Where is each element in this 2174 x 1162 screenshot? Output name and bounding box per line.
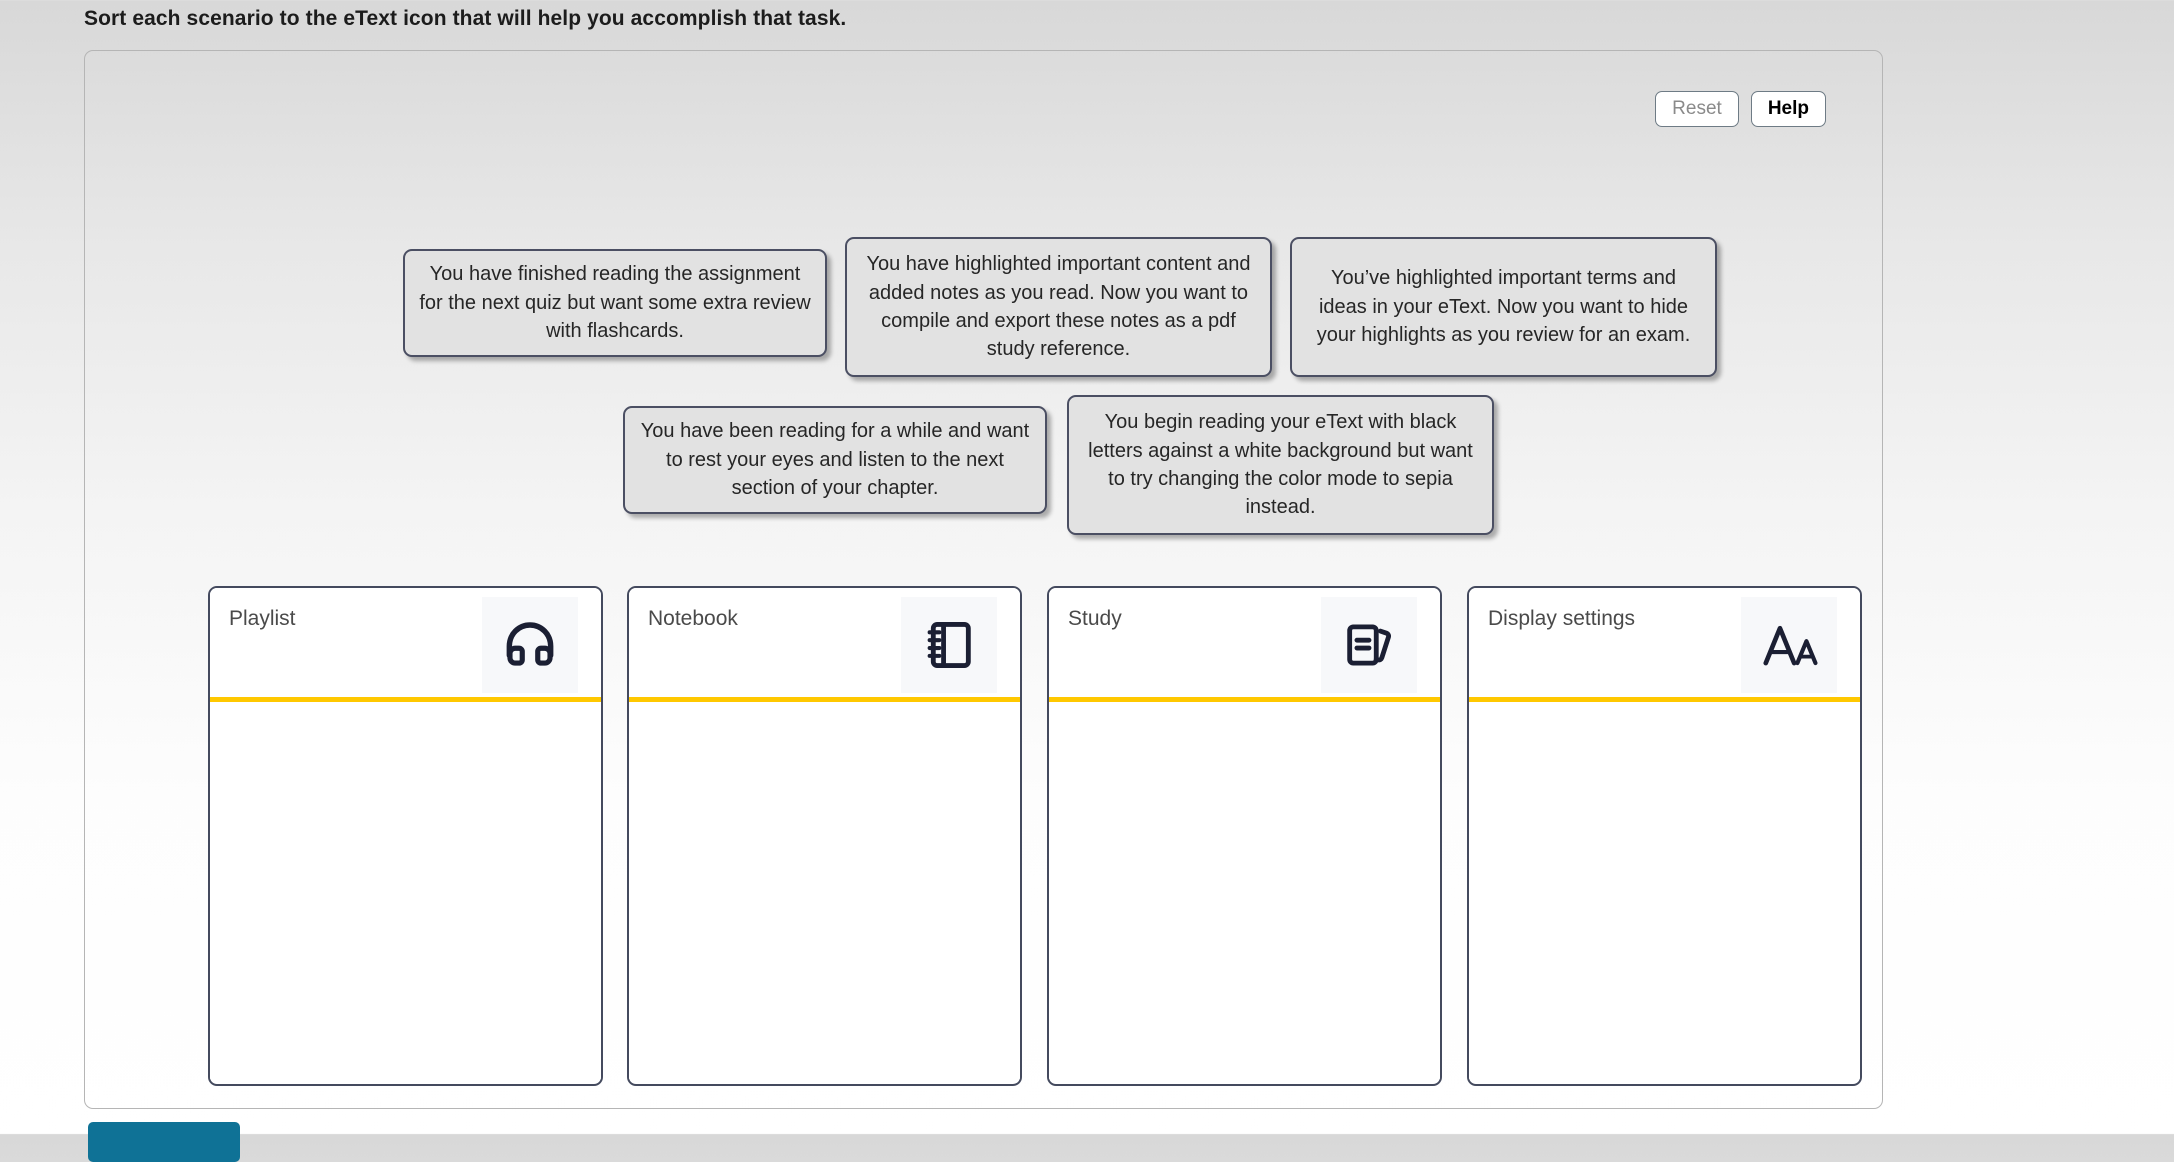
drop-zone-dropspace[interactable] [629,702,1020,1079]
scenario-card[interactable]: You have been reading for a while and wa… [623,406,1047,514]
scenario-card[interactable]: You have finished reading the assignment… [403,249,827,357]
drop-zone-study[interactable]: Study [1047,586,1442,1086]
scenario-card-text: You have highlighted important content a… [866,253,1251,361]
scenario-card[interactable]: You’ve highlighted important terms and i… [1290,237,1717,377]
page-title: Sort each scenario to the eText icon tha… [84,7,847,30]
drop-zone-header: Notebook [629,588,1020,702]
spiral-notebook-icon [901,597,997,693]
scenario-card-text: You’ve highlighted important terms and i… [1316,267,1691,347]
scenario-card-text: You have finished reading the assignment… [419,263,811,343]
activity-frame: Reset Help You have finished reading the… [84,50,1883,1109]
drop-zone-display-settings[interactable]: Display settings [1467,586,1862,1086]
drop-zone-header: Display settings [1469,588,1860,702]
drop-zone-header: Study [1049,588,1440,702]
submit-button[interactable] [88,1122,240,1162]
drop-zone-dropspace[interactable] [210,702,601,1079]
drop-zone-label: Playlist [229,607,296,630]
drop-zone-label: Display settings [1488,607,1636,630]
drop-zone-dropspace[interactable] [1049,702,1440,1079]
help-button[interactable]: Help [1750,91,1826,127]
drop-zone-notebook[interactable]: Notebook [627,586,1022,1086]
scenario-card-text: You have been reading for a while and wa… [640,420,1030,500]
drop-zone-label: Study [1068,607,1122,630]
toolbar: Reset Help [1655,91,1826,127]
headphones-icon [482,597,578,693]
scenario-card[interactable]: You begin reading your eText with black … [1067,395,1494,535]
drop-zone-header: Playlist [210,588,601,702]
drop-zone-label: Notebook [648,607,738,630]
font-size-aa-icon [1741,597,1837,693]
drop-zone-playlist[interactable]: Playlist [208,586,603,1086]
reset-button[interactable]: Reset [1655,91,1739,127]
scenario-card[interactable]: You have highlighted important content a… [845,237,1272,377]
drop-zone-dropspace[interactable] [1469,702,1860,1079]
flashcards-icon [1321,597,1417,693]
scenario-card-text: You begin reading your eText with black … [1088,411,1473,519]
